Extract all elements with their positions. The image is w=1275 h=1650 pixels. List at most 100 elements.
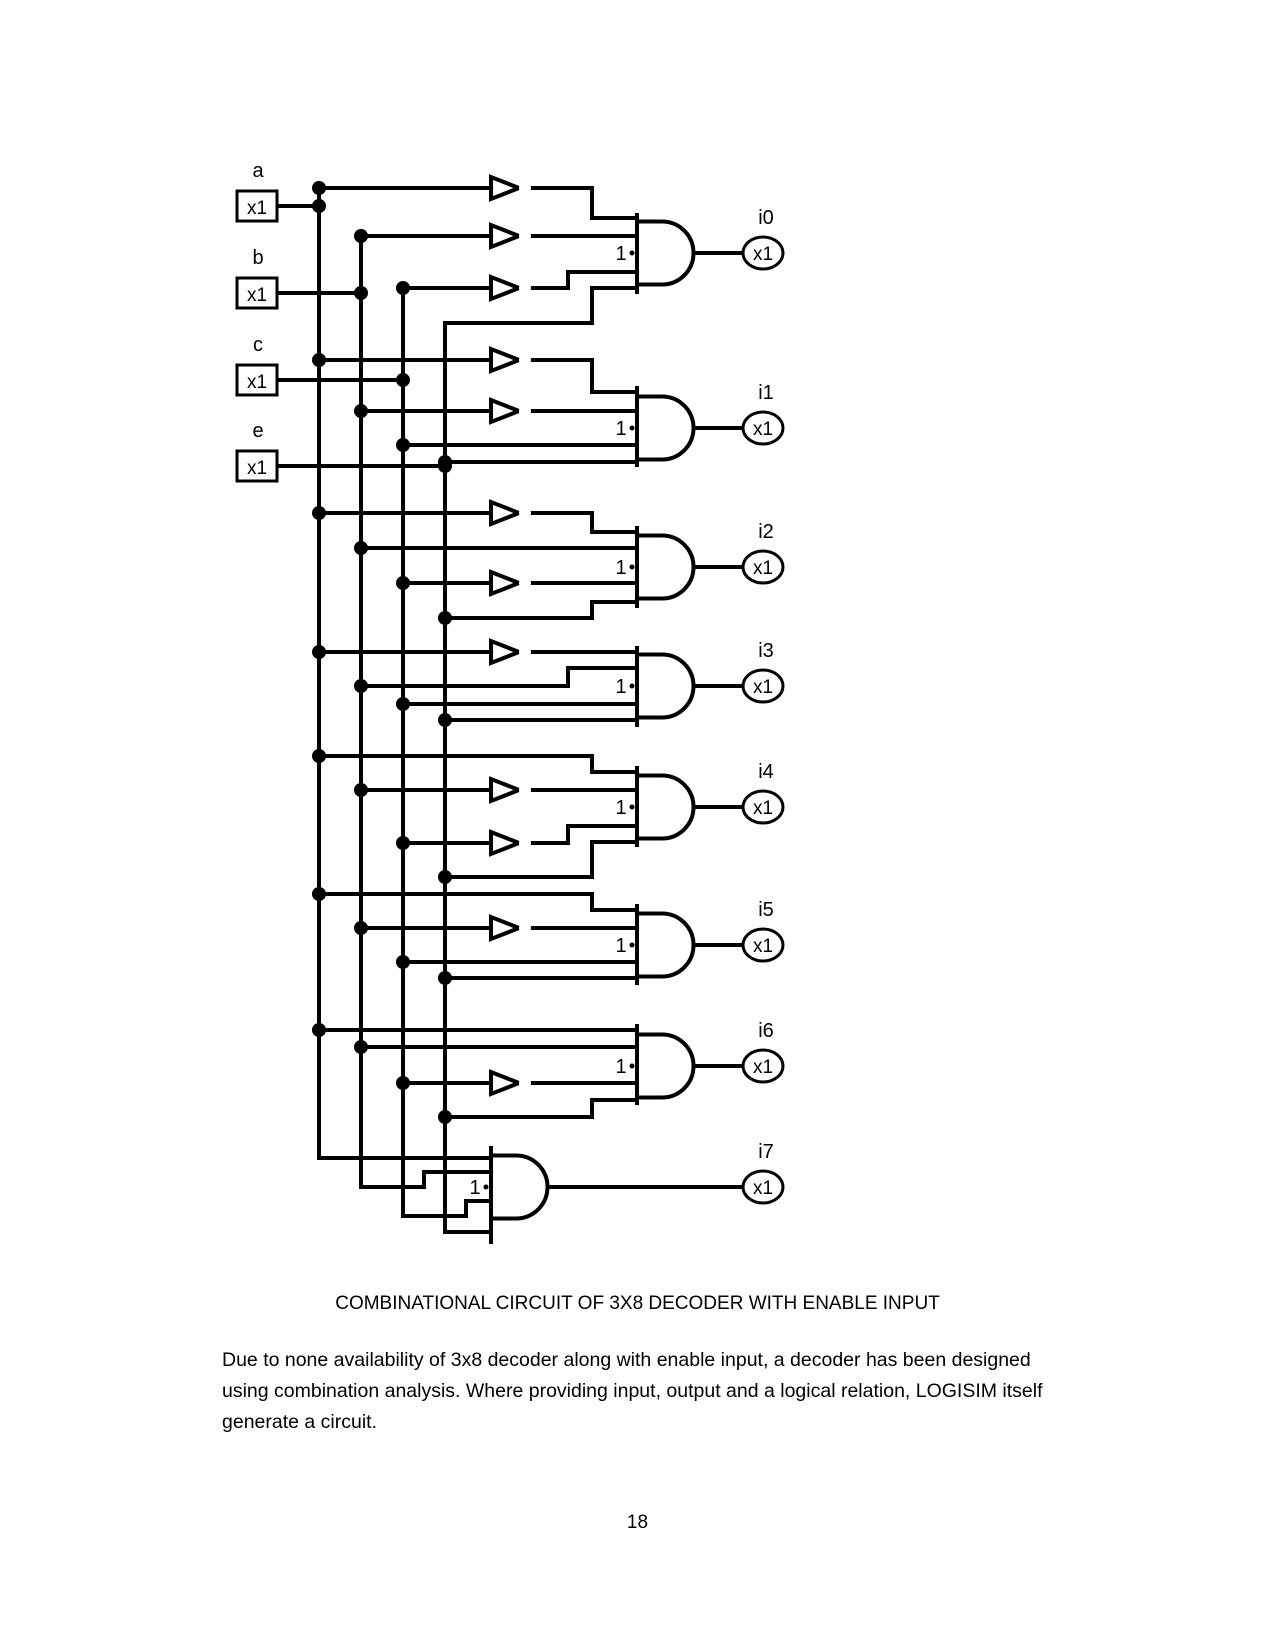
not-gate-triangle [489,499,525,527]
input-label-a: a [252,160,264,182]
and-gate-i2: 1 [615,526,696,608]
junction-dot [312,749,326,763]
input-pin-box [235,189,279,223]
not-gate [489,274,531,302]
not-gate-bubble [519,507,531,519]
junction-dot [438,713,452,727]
and-gate-body [635,219,696,287]
wire [529,824,639,845]
junction-dot [396,1076,410,1090]
junction-dot [396,697,410,711]
not-gate-triangle [489,222,525,250]
not-gate [489,1069,531,1097]
inverters [489,174,531,1097]
junction-dot [312,353,326,367]
input-pin-value: x1 [247,372,267,393]
output-pin-circle [741,1169,785,1205]
input-label-c: c [253,334,263,356]
wire [359,1170,493,1189]
not-gate [489,174,531,202]
junction-dot [312,506,326,520]
junction-dot [312,645,326,659]
and-gate-i4: 1 [615,766,696,847]
input-pin-box [235,276,279,310]
wire [443,286,639,325]
and-gate-i6: 1 [615,1024,696,1105]
not-gate-bubble [519,922,531,934]
junction-dot [396,373,410,387]
wire [317,892,639,912]
and-gate-marker-dot [629,564,635,570]
wire [317,754,639,774]
and-gate-i0: 1 [615,213,696,294]
and-gate-marker: 1 [615,935,626,957]
output-pin-circle [741,789,785,825]
and-gate-marker-dot [629,804,635,810]
output-label-i5: i5 [758,899,774,921]
and-gate-marker-dot [483,1184,489,1190]
output-label-i1: i1 [758,382,774,404]
wire [529,270,639,290]
not-gate [489,222,531,250]
and-gate-body [635,533,696,601]
and-gate-marker-dot [629,425,635,431]
output-label-i4: i4 [758,761,774,783]
and-gate-i7: 1 [469,1146,550,1244]
not-gate-bubble [519,354,531,366]
input-pin-b: bx1 [235,247,279,310]
output-pin-i4: i4 x1 [741,761,785,825]
and-gate-marker-dot [629,250,635,256]
input-pin-value: x1 [247,285,267,306]
figure-caption: COMBINATIONAL CIRCUIT OF 3X8 DECODER WIT… [335,1293,940,1314]
and-gate-marker-dot [629,942,635,948]
output-pin-value: x1 [753,558,773,579]
input-pin-value: x1 [247,198,267,219]
junction-dot [354,1040,368,1054]
and-gate-marker-dot [629,683,635,689]
not-gate-triangle [489,346,525,374]
junction-dot [396,281,410,295]
not-gate-bubble [519,1077,531,1089]
input-pin-box [235,449,279,483]
and-gate-i1: 1 [615,386,696,467]
junction-dot [354,783,368,797]
and-gate-marker-dot [629,1063,635,1069]
wire [529,358,639,394]
not-gate [489,776,531,804]
junction-dot [354,286,368,300]
output-pin-circle [741,927,785,963]
input-pin-value: x1 [247,458,267,479]
wires [275,186,745,1234]
and-gate-i5: 1 [615,904,696,985]
not-gate-triangle [489,174,525,202]
junction-dot [396,438,410,452]
not-gate-triangle [489,914,525,942]
wire [401,1199,493,1218]
not-gate [489,914,531,942]
output-label-i0: i0 [758,207,774,229]
junction-dot [438,455,452,469]
junction-dot [438,611,452,625]
output-pin-circle [741,410,785,446]
input-pin-e: ex1 [235,420,279,483]
output-pin-value: x1 [753,798,773,819]
and-gate-body [635,773,696,841]
not-gate-triangle [489,638,525,666]
input-pin-box [235,363,279,397]
wire [443,1098,639,1119]
not-gate [489,569,531,597]
and-gate-body [635,911,696,979]
output-pin-circle [741,235,785,271]
and-gate-i3: 1 [615,646,696,727]
body-paragraph: Due to none availability of 3x8 decoder … [222,1349,1043,1433]
and-gate-marker: 1 [615,797,626,819]
output-pin-circle [741,1048,785,1084]
not-gate-triangle [489,569,525,597]
junction-dot [312,887,326,901]
junction-dot [438,870,452,884]
not-gate [489,346,531,374]
